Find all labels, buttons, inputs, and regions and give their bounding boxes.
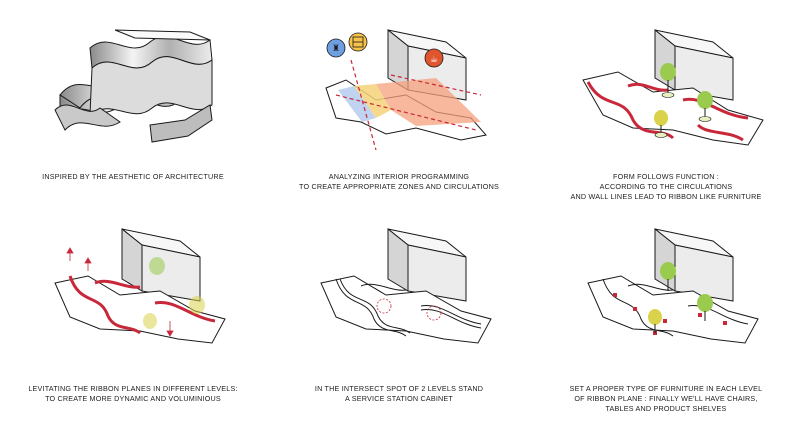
tree-icon [654,110,668,138]
vase-icon: ♜ [326,38,346,58]
svg-text:♜: ♜ [332,43,340,53]
panel-service-station: IN THE INTERSECT SPOT OF 2 LEVELS STAND … [266,221,532,442]
zoning-diagram: ♜ ☕ [325,28,487,151]
panel-programming: ♜ ☕ ANALYZING INTERIOR PROGRAMMING TO CR… [266,0,532,221]
caption-line: OF RIBBON PLANE : FINALLY WE'LL HAVE CHA… [574,394,758,403]
caption-programming: ANALYZING INTERIOR PROGRAMMING TO CREATE… [266,172,532,192]
svg-text:☕: ☕ [430,54,438,64]
final-furniture-diagram [587,227,759,344]
caption-line: FORM FOLLOWS FUNCTION : [612,172,720,181]
shelf-icon [348,32,368,52]
tree-icon [697,294,713,321]
caption-inspiration: INSPIRED BY THE AESTHETIC OF ARCHITECTUR… [0,172,266,182]
wavy-walls-diagram [54,29,213,143]
panel-furniture: SET A PROPER TYPE OF FURNITURE IN EACH L… [533,221,799,442]
caption-form-function: FORM FOLLOWS FUNCTION : ACCORDING TO THE… [533,172,799,202]
caption-line: TO CREATE MORE DYNAMIC AND VOLUMINIOUS [45,394,221,403]
caption-furniture: SET A PROPER TYPE OF FURNITURE IN EACH L… [533,384,799,414]
panel-form-function: FORM FOLLOWS FUNCTION : ACCORDING TO THE… [533,0,799,221]
caption-levitating: LEVITATING THE RIBBON PLANES IN DIFFEREN… [0,384,266,404]
caption-line: ACCORDING TO THE CIRCULATIONS [599,182,733,191]
caption-line: TO CREATE APPROPRIATE ZONES AND CIRCULAT… [299,182,499,191]
tree-icon [697,91,713,122]
panel-inspiration: INSPIRED BY THE AESTHETIC OF ARCHITECTUR… [0,0,266,221]
tree-icon [660,63,676,98]
panel-levitating: LEVITATING THE RIBBON PLANES IN DIFFEREN… [0,221,266,442]
caption-line: A SERVICE STATION CABINET [344,394,454,403]
coffee-cup-icon: ☕ [424,48,444,68]
tree-icon [660,262,676,291]
caption-line: SET A PROPER TYPE OF FURNITURE IN EACH L… [569,384,763,393]
caption-service-station: IN THE INTERSECT SPOT OF 2 LEVELS STAND … [266,384,532,404]
caption-line: IN THE INTERSECT SPOT OF 2 LEVELS STAND [314,384,484,393]
service-station-diagram [320,227,492,344]
caption-line: AND WALL LINES LEAD TO RIBBON LIKE FURNI… [570,192,762,201]
caption-line: ANALYZING INTERIOR PROGRAMMING [328,172,470,181]
levitating-ribbons-diagram [54,227,226,344]
caption-line: INSPIRED BY THE AESTHETIC OF ARCHITECTUR… [42,172,224,181]
caption-line: TABLES AND PRODUCT SHELVES [605,404,727,413]
caption-line: LEVITATING THE RIBBON PLANES IN DIFFEREN… [28,384,238,393]
tree-icon [648,309,662,333]
ribbon-furniture-diagram [582,28,764,146]
